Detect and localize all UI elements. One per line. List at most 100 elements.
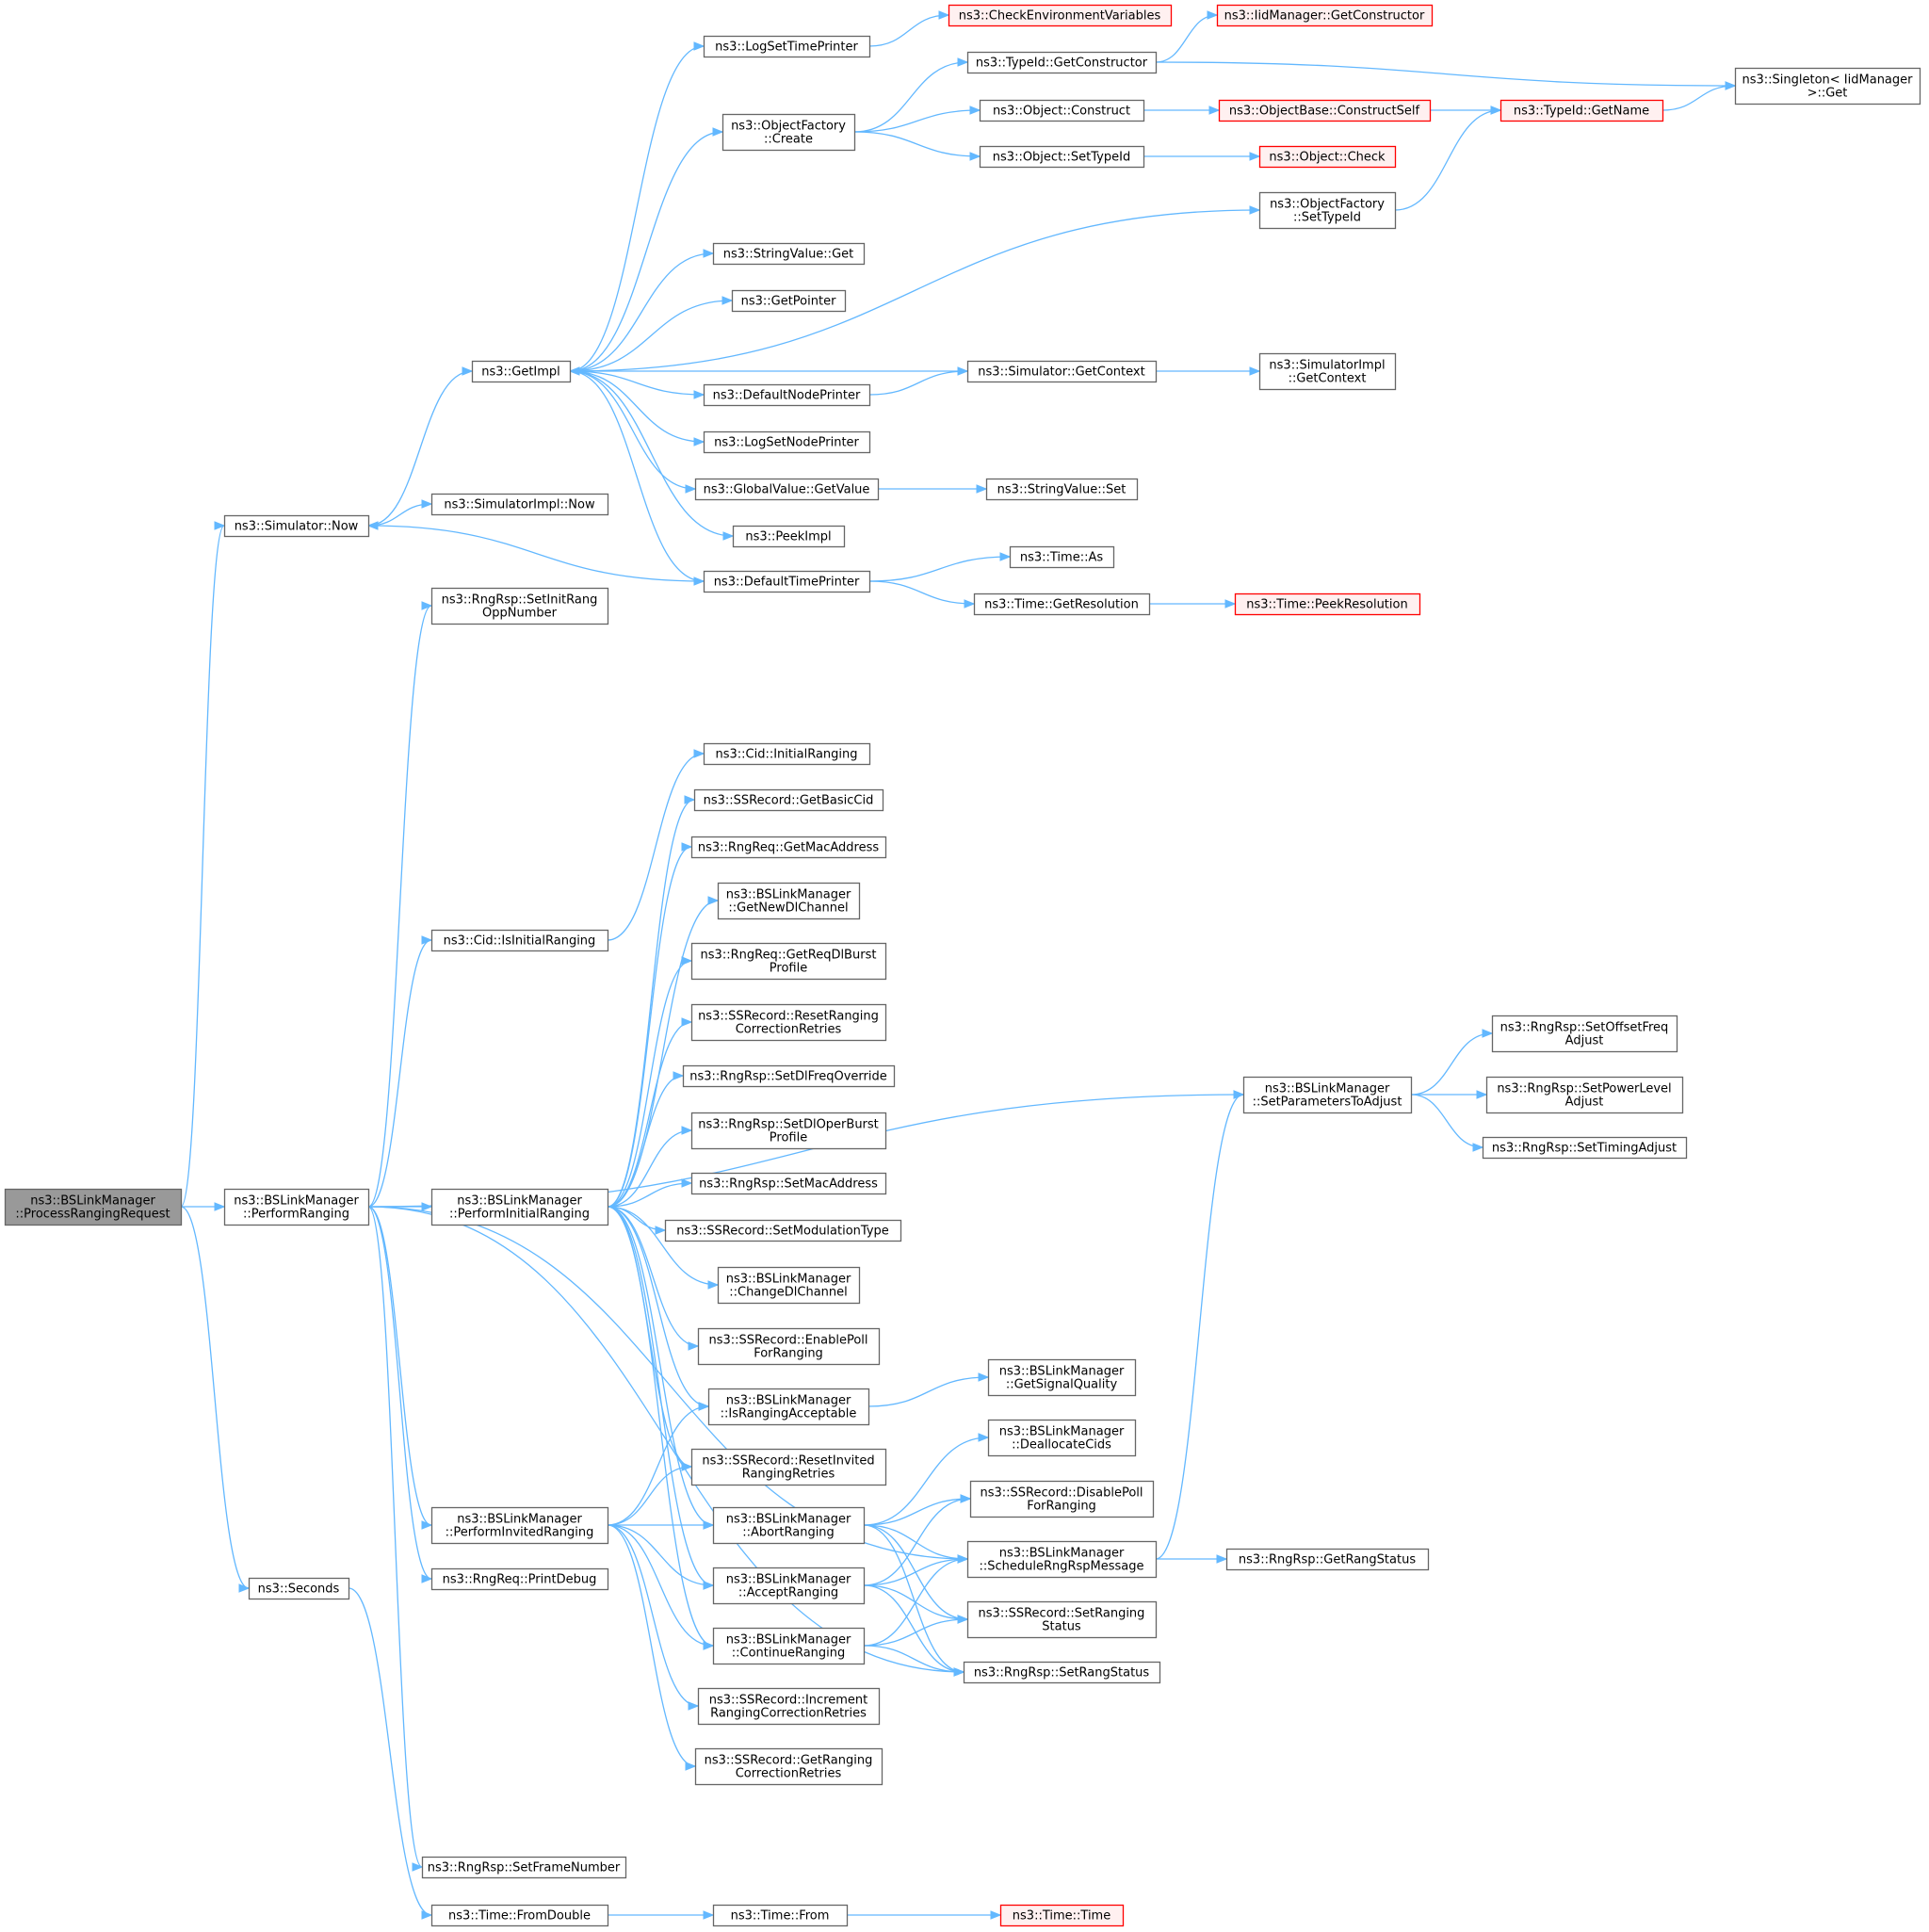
node-getImpl[interactable]: ns3::GetImpl [471, 360, 572, 383]
node-processRanging[interactable]: ns3::BSLinkManager::ProcessRangingReques… [4, 1188, 183, 1226]
node-label: ns3::SSRecord::SetRanging [979, 1607, 1145, 1621]
node-changeDl[interactable]: ns3::BSLinkManager::ChangeDlChannel [717, 1266, 861, 1305]
node-objFactoryCreate[interactable]: ns3::ObjectFactory::Create [721, 113, 856, 152]
node-label: ns3::TypeId::GetConstructor [976, 57, 1148, 71]
edge-getImpl-defaultNodePrinter [569, 370, 705, 396]
node-setRangStatus[interactable]: ns3::RngRsp::SetRangStatus [963, 1661, 1161, 1684]
node-globalGetValue[interactable]: ns3::GlobalValue::GetValue [694, 478, 880, 501]
node-isRangingAcceptable[interactable]: ns3::BSLinkManager::IsRangingAcceptable [707, 1388, 870, 1426]
node-stringValueGet[interactable]: ns3::StringValue::Get [712, 242, 866, 266]
node-typeIdGetConstructor[interactable]: ns3::TypeId::GetConstructor [966, 51, 1158, 74]
edge-arrowhead [214, 1202, 226, 1211]
node-simNow[interactable]: ns3::Simulator::Now [223, 514, 370, 538]
node-objectCheck[interactable]: ns3::Object::Check [1258, 145, 1397, 169]
node-getRangStatus[interactable]: ns3::RngRsp::GetRangStatus [1225, 1548, 1430, 1571]
node-continueRanging[interactable]: ns3::BSLinkManager::ContinueRanging [712, 1627, 866, 1665]
node-label: RangingCorrectionRetries [710, 1707, 867, 1721]
node-resetInvited[interactable]: ns3::SSRecord::ResetInvitedRangingRetrie… [690, 1448, 887, 1486]
node-label: ::SetTypeId [1293, 211, 1361, 225]
node-logSetTime[interactable]: ns3::LogSetTimePrinter [703, 35, 871, 58]
node-timeGetResolution[interactable]: ns3::Time::GetResolution [973, 593, 1151, 616]
node-box [717, 882, 861, 920]
node-box [966, 1540, 1158, 1579]
node-typeIdGetName[interactable]: ns3::TypeId::GetName [1499, 99, 1664, 122]
node-cidIsInitial[interactable]: ns3::Cid::IsInitialRanging [430, 929, 609, 952]
node-defaultTimePrinter[interactable]: ns3::DefaultTimePrinter [703, 570, 871, 593]
edge-perfInitial-getBasicCid [607, 799, 695, 1208]
node-seconds[interactable]: ns3::Seconds [248, 1577, 350, 1600]
node-box [1258, 352, 1397, 391]
node-acceptRanging[interactable]: ns3::BSLinkManager::AcceptRanging [712, 1567, 866, 1605]
node-label: ns3::SSRecord::Increment [709, 1694, 868, 1708]
node-timeTime[interactable]: ns3::Time::Time [999, 1904, 1125, 1927]
node-getBasicCid[interactable]: ns3::SSRecord::GetBasicCid [693, 788, 884, 812]
node-printDebug[interactable]: ns3::RngReq::PrintDebug [430, 1567, 609, 1591]
node-box [690, 942, 887, 981]
node-setTimingAdjust[interactable]: ns3::RngRsp::SetTimingAdjust [1482, 1136, 1688, 1160]
node-cidInitial[interactable]: ns3::Cid::InitialRanging [703, 742, 871, 766]
node-timeFrom[interactable]: ns3::Time::From [712, 1904, 849, 1927]
node-objectSetTypeId[interactable]: ns3::Object::SetTypeId [979, 145, 1145, 169]
node-stringValueSet[interactable]: ns3::StringValue::Set [985, 478, 1139, 501]
node-setModulation[interactable]: ns3::SSRecord::SetModulationType [664, 1219, 902, 1242]
node-simImplNow[interactable]: ns3::SimulatorImpl::Now [430, 493, 609, 516]
node-iidGetConstructor[interactable]: ns3::IidManager::GetConstructor [1216, 4, 1434, 27]
node-box [703, 35, 871, 58]
node-getNewDl[interactable]: ns3::BSLinkManager::GetNewDlChannel [717, 882, 861, 920]
edge-objFactoryCreate-objectConstruct [853, 109, 981, 133]
node-constructSelf[interactable]: ns3::ObjectBase::ConstructSelf [1218, 99, 1432, 122]
node-label: ns3::BSLinkManager [726, 1513, 851, 1527]
node-simGetContext[interactable]: ns3::Simulator::GetContext [966, 360, 1158, 383]
node-label: ns3::SSRecord::ResetRanging [698, 1010, 879, 1024]
edge-arrowhead [957, 1554, 969, 1564]
node-label: ns3::SSRecord::GetRanging [705, 1754, 873, 1768]
nodes-layer: ns3::BSLinkManager::ProcessRangingReques… [4, 4, 1921, 1927]
node-peekResolution[interactable]: ns3::Time::PeekResolution [1234, 593, 1421, 616]
node-objFactorySetTypeId[interactable]: ns3::ObjectFactory::SetTypeId [1258, 191, 1397, 230]
edge-arrowhead [1224, 599, 1237, 609]
node-performRanging[interactable]: ns3::BSLinkManager::PerformRanging [223, 1188, 370, 1226]
node-logSetNode[interactable]: ns3::LogSetNodePrinter [703, 430, 871, 454]
node-singletonGet[interactable]: ns3::Singleton< IidManager >::Get [1734, 67, 1921, 106]
node-setDlFreq[interactable]: ns3::RngRsp::SetDlFreqOverride [682, 1064, 896, 1088]
node-getRangingCorr[interactable]: ns3::SSRecord::GetRangingCorrectionRetri… [694, 1747, 883, 1786]
node-objectConstruct[interactable]: ns3::Object::Construct [979, 99, 1145, 122]
node-box [979, 145, 1145, 169]
node-abortRanging[interactable]: ns3::BSLinkManager::AbortRanging [712, 1506, 866, 1545]
node-checkEnv[interactable]: ns3::CheckEnvironmentVariables [948, 4, 1173, 27]
node-incrementRanging[interactable]: ns3::SSRecord::IncrementRangingCorrectio… [697, 1687, 881, 1726]
node-scheduleRngRsp[interactable]: ns3::BSLinkManager::ScheduleRngRspMessag… [966, 1540, 1158, 1579]
edge-setParamsToAdjust-setOffsetFreq [1410, 1032, 1493, 1096]
node-setMacAddress[interactable]: ns3::RngRsp::SetMacAddress [690, 1172, 887, 1195]
edge-arrowhead [1249, 205, 1261, 215]
node-label: ns3::SSRecord::ResetInvited [702, 1454, 874, 1469]
node-peekImpl[interactable]: ns3::PeekImpl [732, 525, 846, 548]
node-box [703, 570, 871, 593]
node-simImplGetContext[interactable]: ns3::SimulatorImpl::GetContext [1258, 352, 1397, 391]
edge-arrowhead [938, 10, 950, 20]
node-label: ns3::SSRecord::DisablePoll [981, 1486, 1143, 1501]
node-label: ns3::RngRsp::SetInitRang [442, 593, 598, 608]
node-getMacAddress[interactable]: ns3::RngReq::GetMacAddress [690, 836, 887, 859]
node-deallocateCids[interactable]: ns3::BSLinkManager::DeallocateCids [987, 1419, 1137, 1457]
node-perfInitial[interactable]: ns3::BSLinkManager::PerformInitialRangin… [430, 1188, 609, 1226]
node-setFrameNumber[interactable]: ns3::RngRsp::SetFrameNumber [421, 1856, 627, 1879]
node-defaultNodePrinter[interactable]: ns3::DefaultNodePrinter [703, 383, 871, 407]
node-perfInvited[interactable]: ns3::BSLinkManager::PerformInvitedRangin… [430, 1506, 609, 1545]
node-setParamsToAdjust[interactable]: ns3::BSLinkManager::SetParametersToAdjus… [1242, 1076, 1413, 1114]
node-getSignalQuality[interactable]: ns3::BSLinkManager::GetSignalQuality [987, 1358, 1137, 1397]
node-getPointer[interactable]: ns3::GetPointer [731, 289, 847, 313]
node-resetRangingCorr[interactable]: ns3::SSRecord::ResetRangingCorrectionRet… [690, 1003, 887, 1042]
edge-typeIdGetName-singletonGet [1662, 85, 1736, 111]
node-box [690, 1112, 887, 1150]
node-timeAs[interactable]: ns3::Time::As [1009, 545, 1115, 569]
node-fromDouble[interactable]: ns3::Time::FromDouble [430, 1904, 609, 1927]
